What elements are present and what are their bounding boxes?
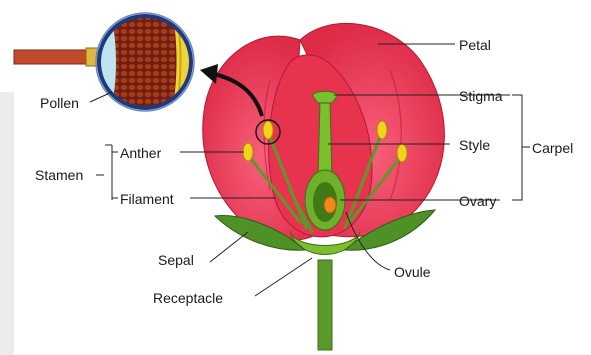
ovule-shape — [324, 197, 336, 213]
label-style: Style — [459, 137, 490, 153]
magnifier-handle — [14, 50, 94, 64]
label-petal: Petal — [459, 37, 491, 53]
label-anther: Anther — [120, 145, 161, 161]
label-carpel: Carpel — [532, 140, 573, 156]
label-receptacle: Receptacle — [153, 290, 223, 306]
label-stigma: Stigma — [459, 88, 503, 104]
label-pollen: Pollen — [40, 95, 79, 111]
label-sepal: Sepal — [158, 252, 194, 268]
label-ovary: Ovary — [459, 193, 496, 209]
stem — [318, 260, 332, 350]
label-stamen: Stamen — [35, 167, 83, 183]
label-ovule: Ovule — [394, 264, 431, 280]
style-shape — [318, 100, 332, 180]
label-filament: Filament — [120, 191, 174, 207]
